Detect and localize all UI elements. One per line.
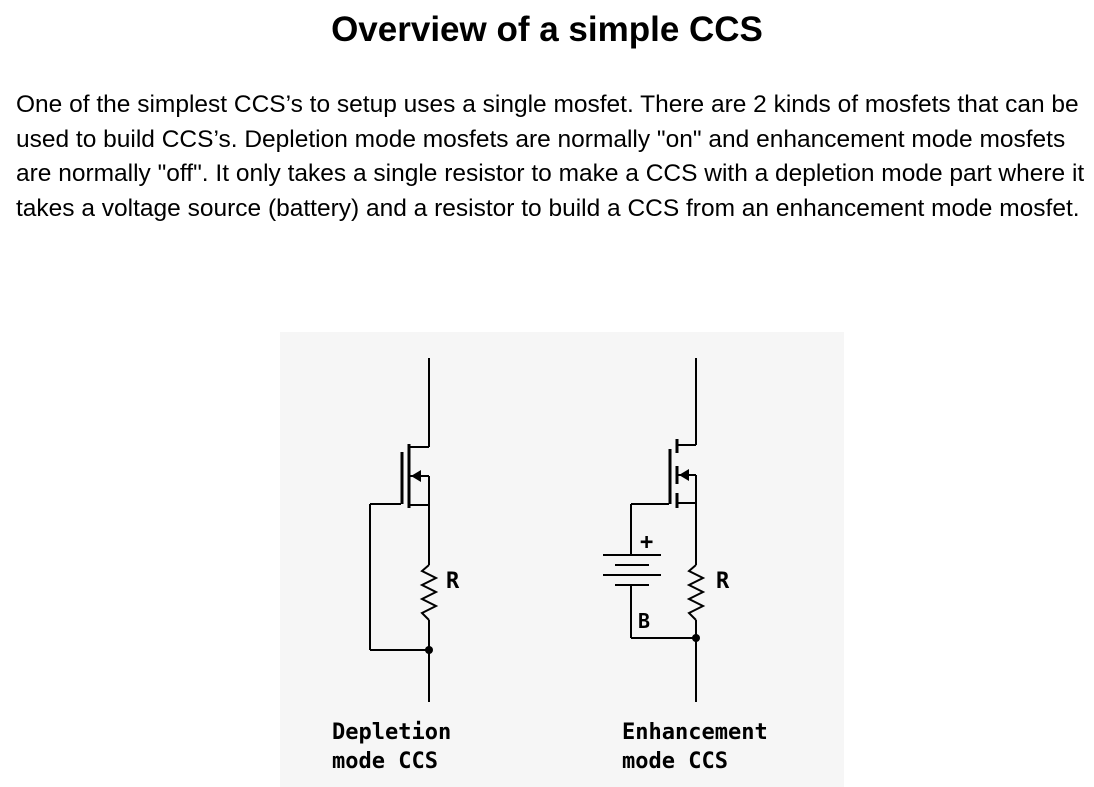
depletion-mosfet-symbol xyxy=(370,358,430,565)
intro-paragraph: One of the simplest CCS’s to setup uses … xyxy=(16,91,1085,222)
enhancement-mosfet-symbol xyxy=(631,358,697,565)
battery-symbol xyxy=(603,554,696,639)
depletion-resistor-label: R xyxy=(446,569,460,594)
ccs-schematic: R Depletion mode CCS xyxy=(332,358,768,774)
depletion-caption-line2: mode CCS xyxy=(332,749,438,774)
enhancement-caption-line2: mode CCS xyxy=(622,749,728,774)
battery-plus-label: + xyxy=(640,530,653,555)
enhancement-caption-line1: Enhancement xyxy=(622,720,768,745)
enhancement-resistor-symbol xyxy=(686,564,706,621)
depletion-circuit: R Depletion mode CCS xyxy=(332,358,460,774)
battery-label: B xyxy=(638,609,650,633)
ccs-schematic-figure: R Depletion mode CCS xyxy=(280,332,844,787)
enhancement-circuit: + B R Enhancement mode CCS xyxy=(603,358,768,774)
depletion-resistor-symbol xyxy=(419,564,439,621)
enhancement-junction-dot xyxy=(692,634,700,642)
enhancement-resistor-label: R xyxy=(716,569,730,594)
depletion-junction-dot xyxy=(425,646,433,654)
page-title: Overview of a simple CCS xyxy=(331,10,763,49)
depletion-caption-line1: Depletion xyxy=(332,720,451,745)
